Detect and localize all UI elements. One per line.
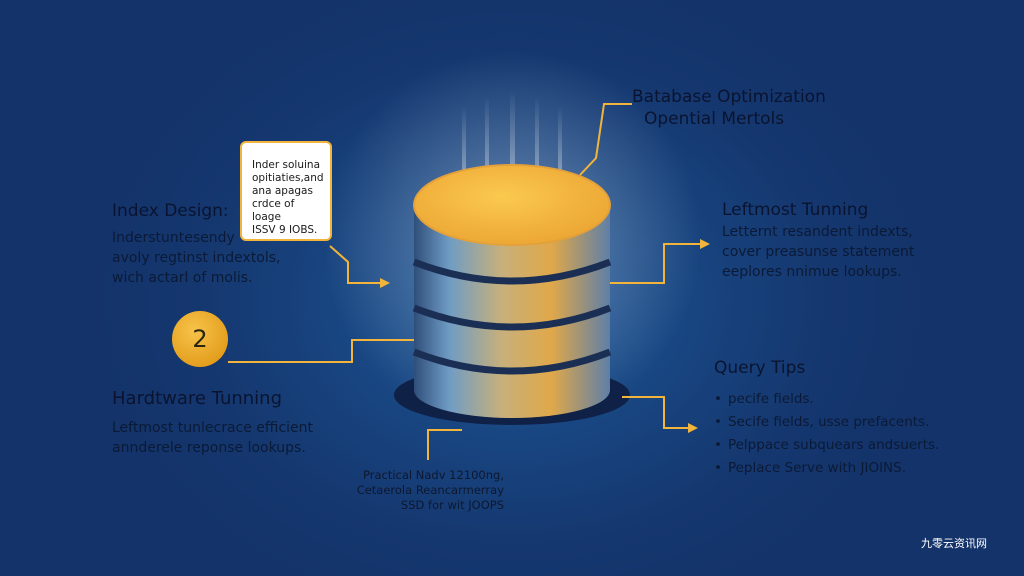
- callout-line: Inder soluina: [252, 159, 321, 171]
- database-cylinder-icon: [412, 164, 612, 418]
- index-design-heading: Index Design:: [112, 201, 229, 221]
- callout-line: opitiaties,and: [252, 172, 324, 184]
- callout-line: ana apagas: [252, 185, 313, 197]
- hardware-tuning-line: annderele reponse lookups.: [112, 440, 306, 456]
- leftmost-tuning-line: Letternt resandent indexts,: [722, 224, 913, 240]
- step-number-badge: 2: [172, 311, 228, 367]
- arrow-right-icon: [380, 239, 710, 433]
- hardware-tuning-text: Leftmost tunlecrace efficient annderele …: [112, 418, 313, 458]
- practical-line: Practical Nadv 12100ng,: [363, 468, 504, 482]
- list-item: Secife fields, usse prefacents.: [714, 411, 939, 434]
- query-tips-heading: Query Tips: [714, 358, 806, 378]
- hardware-tuning-line: Leftmost tunlecrace efficient: [112, 420, 314, 436]
- callout-line: ISSV 9 IOBS.: [252, 224, 318, 236]
- query-tips-list: pecife fields. Secife fields, usse prefa…: [714, 388, 939, 480]
- leftmost-tuning-heading: Leftmost Tunning: [722, 200, 869, 220]
- index-design-line: wich actarl of molis.: [112, 270, 253, 286]
- leftmost-tuning-text: Letternt resandent indexts, cover preasu…: [722, 222, 914, 282]
- index-design-line: Inderstuntesendy: [112, 230, 235, 246]
- connector-lines: [228, 103, 700, 460]
- list-item: Peplace Serve with JIOINS.: [714, 457, 939, 480]
- practical-line: Cetaerola Reancarmerray: [356, 483, 504, 497]
- practical-note: Practical Nadv 12100ng, Cetaerola Reanca…: [330, 468, 504, 513]
- watermark: 九零云资讯网: [921, 537, 987, 550]
- leftmost-tuning-line: eeplores nnimue lookups.: [722, 264, 902, 280]
- title-line-2: Opential Mertols: [644, 109, 785, 129]
- hardware-tuning-heading: Hardtware Tunning: [112, 388, 283, 409]
- index-design-line: avoly regtinst indextols,: [112, 250, 281, 266]
- diagram-title: Batabase Optimization Opential Mertols: [632, 86, 826, 130]
- callout-line: crdce of loage: [252, 198, 295, 223]
- light-rays: [462, 90, 562, 175]
- list-item: pecife fields.: [714, 388, 939, 411]
- index-design-text: Inderstuntesendy avoly regtinst indextol…: [112, 228, 280, 288]
- leftmost-tuning-line: cover preasunse statement: [722, 244, 915, 260]
- list-item: Pelppace subquears andsuerts.: [714, 434, 939, 457]
- practical-line: SSD for wit JOOPS: [400, 498, 504, 512]
- callout-box: Inder soluina opitiaties,and ana apagas …: [240, 141, 332, 241]
- title-line-1: Batabase Optimization: [632, 87, 826, 107]
